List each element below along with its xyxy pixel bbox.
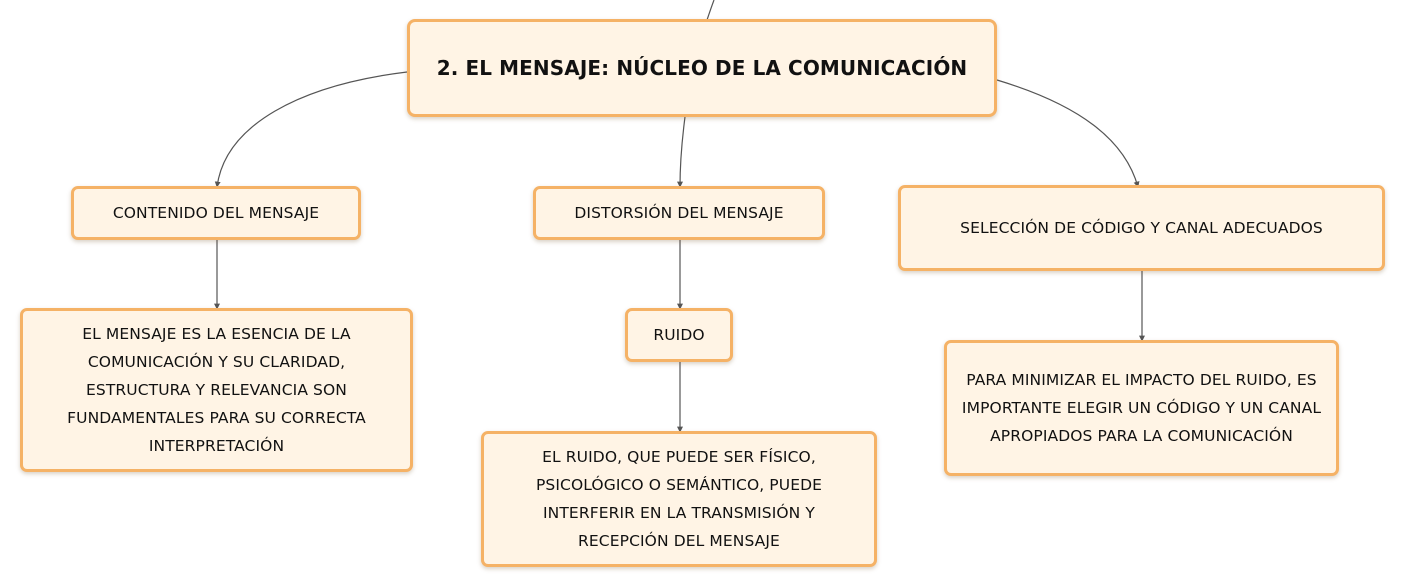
connector-root-to-contenido xyxy=(214,71,408,188)
root-node[interactable]: 2. EL MENSAJE: NÚCLEO DE LA COMUNICACIÓN xyxy=(407,19,997,117)
connector-root-to-seleccion xyxy=(996,79,1140,188)
contenido-detail-node[interactable]: EL MENSAJE ES LA ESENCIA DE LA COMUNICAC… xyxy=(20,308,413,472)
connector-root-to-distorsion xyxy=(677,116,686,188)
ruido-detail-node[interactable]: EL RUIDO, QUE PUEDE SER FÍSICO, PSICOLÓG… xyxy=(481,431,877,567)
branch-distorsion-node[interactable]: DISTORSIÓN DEL MENSAJE xyxy=(533,186,825,240)
seleccion-detail-node[interactable]: PARA MINIMIZAR EL IMPACTO DEL RUIDO, ES … xyxy=(944,340,1339,476)
ruido-node[interactable]: RUIDO xyxy=(625,308,733,362)
branch-contenido-node[interactable]: CONTENIDO DEL MENSAJE xyxy=(71,186,361,240)
connector-from-parent xyxy=(706,0,715,21)
branch-seleccion-node[interactable]: SELECCIÓN DE CÓDIGO Y CANAL ADECUADOS xyxy=(898,185,1385,271)
